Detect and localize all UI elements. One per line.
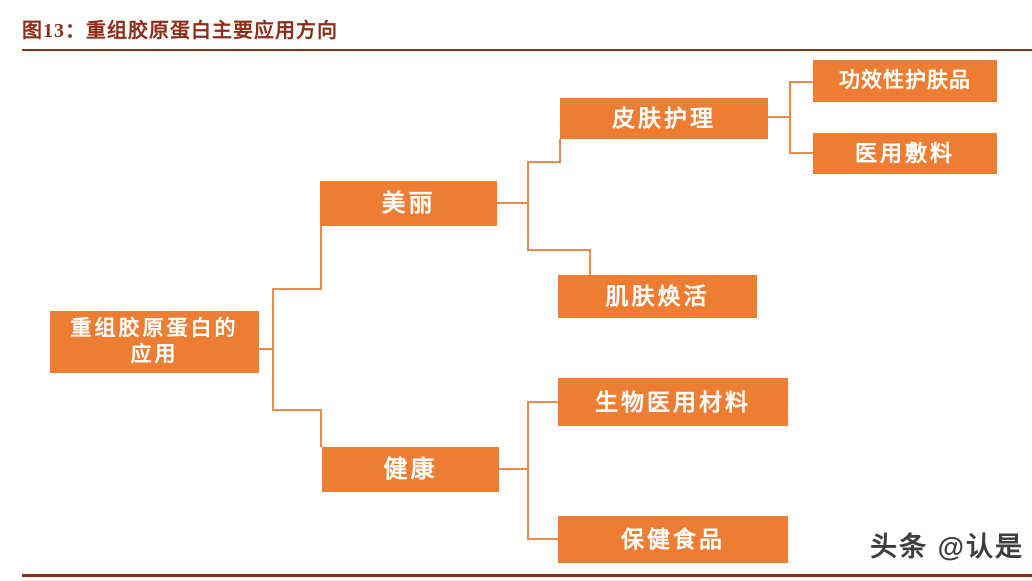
connector-health-bracket	[527, 401, 529, 540]
figure-title: 图13：重组胶原蛋白主要应用方向	[22, 20, 338, 42]
connector-root-health-h	[272, 409, 322, 411]
node-skin-care: 皮肤护理	[560, 98, 768, 139]
node-health: 健康	[322, 447, 499, 492]
watermark-toutiao: 头条 @认是	[870, 532, 1024, 562]
node-skin-revitalization: 肌肤焕活	[558, 275, 757, 318]
connector-beauty-revital-v	[589, 249, 591, 275]
connector-health-healthfood-h	[527, 538, 558, 540]
connector-skincare-bracket	[789, 81, 791, 154]
node-root-label-line1: 重组胶原蛋白的	[70, 316, 239, 340]
connector-root-beauty-v	[320, 226, 322, 290]
bottom-rule	[22, 574, 1032, 577]
node-root-label-line2: 应用	[130, 343, 179, 366]
node-functional-skincare-products: 功效性护肤品	[813, 60, 997, 102]
node-root: 重组胶原蛋白的 应用	[50, 311, 259, 373]
connector-skincare-dressing-h	[789, 152, 813, 154]
connector-beauty-skincare-v	[559, 139, 561, 163]
connector-root-health-v	[320, 409, 322, 447]
connector-root-stub	[258, 348, 274, 350]
title-underline	[22, 49, 1032, 51]
node-biomedical-materials: 生物医用材料	[558, 378, 788, 426]
connector-skincare-stub	[768, 116, 791, 118]
node-medical-dressings: 医用敷料	[813, 133, 997, 174]
node-health-food: 保健食品	[558, 516, 788, 563]
connector-skincare-functional-h	[789, 81, 813, 83]
connector-health-stub	[499, 468, 529, 470]
connector-beauty-revital-h	[527, 249, 591, 251]
node-beauty: 美丽	[320, 181, 497, 226]
connector-root-beauty-h	[272, 288, 322, 290]
connector-root-bracket	[272, 288, 274, 411]
connector-health-biomed-h	[527, 401, 558, 403]
connector-beauty-stub	[497, 202, 529, 204]
connector-beauty-skincare-h	[527, 161, 561, 163]
connector-beauty-bracket	[527, 161, 529, 251]
